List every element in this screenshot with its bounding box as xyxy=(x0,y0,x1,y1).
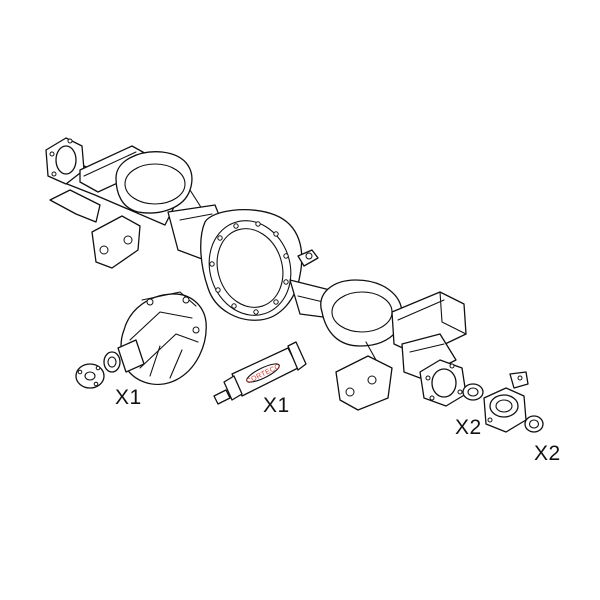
differential-housing xyxy=(200,209,303,321)
right-spring-pad xyxy=(320,279,403,347)
flange-seal-ring xyxy=(524,415,544,433)
flange-kit-quantity-label: X2 xyxy=(534,442,561,465)
sealant-quantity-label: X1 xyxy=(263,394,290,417)
pinion-seal xyxy=(103,351,121,373)
drive-flange-hub xyxy=(483,371,529,433)
differential-quantity-label: X1 xyxy=(115,386,142,409)
seal-quantity-label: X2 xyxy=(455,416,482,439)
differential-carrier xyxy=(75,291,207,389)
right-shock-bracket xyxy=(335,355,393,411)
tube-nozzle xyxy=(213,389,231,405)
sealant-tube: CORTECO xyxy=(213,341,307,405)
rear-axle-housing xyxy=(45,137,467,411)
shaft-seal-ring xyxy=(462,383,484,401)
left-shock-bracket xyxy=(91,215,141,269)
